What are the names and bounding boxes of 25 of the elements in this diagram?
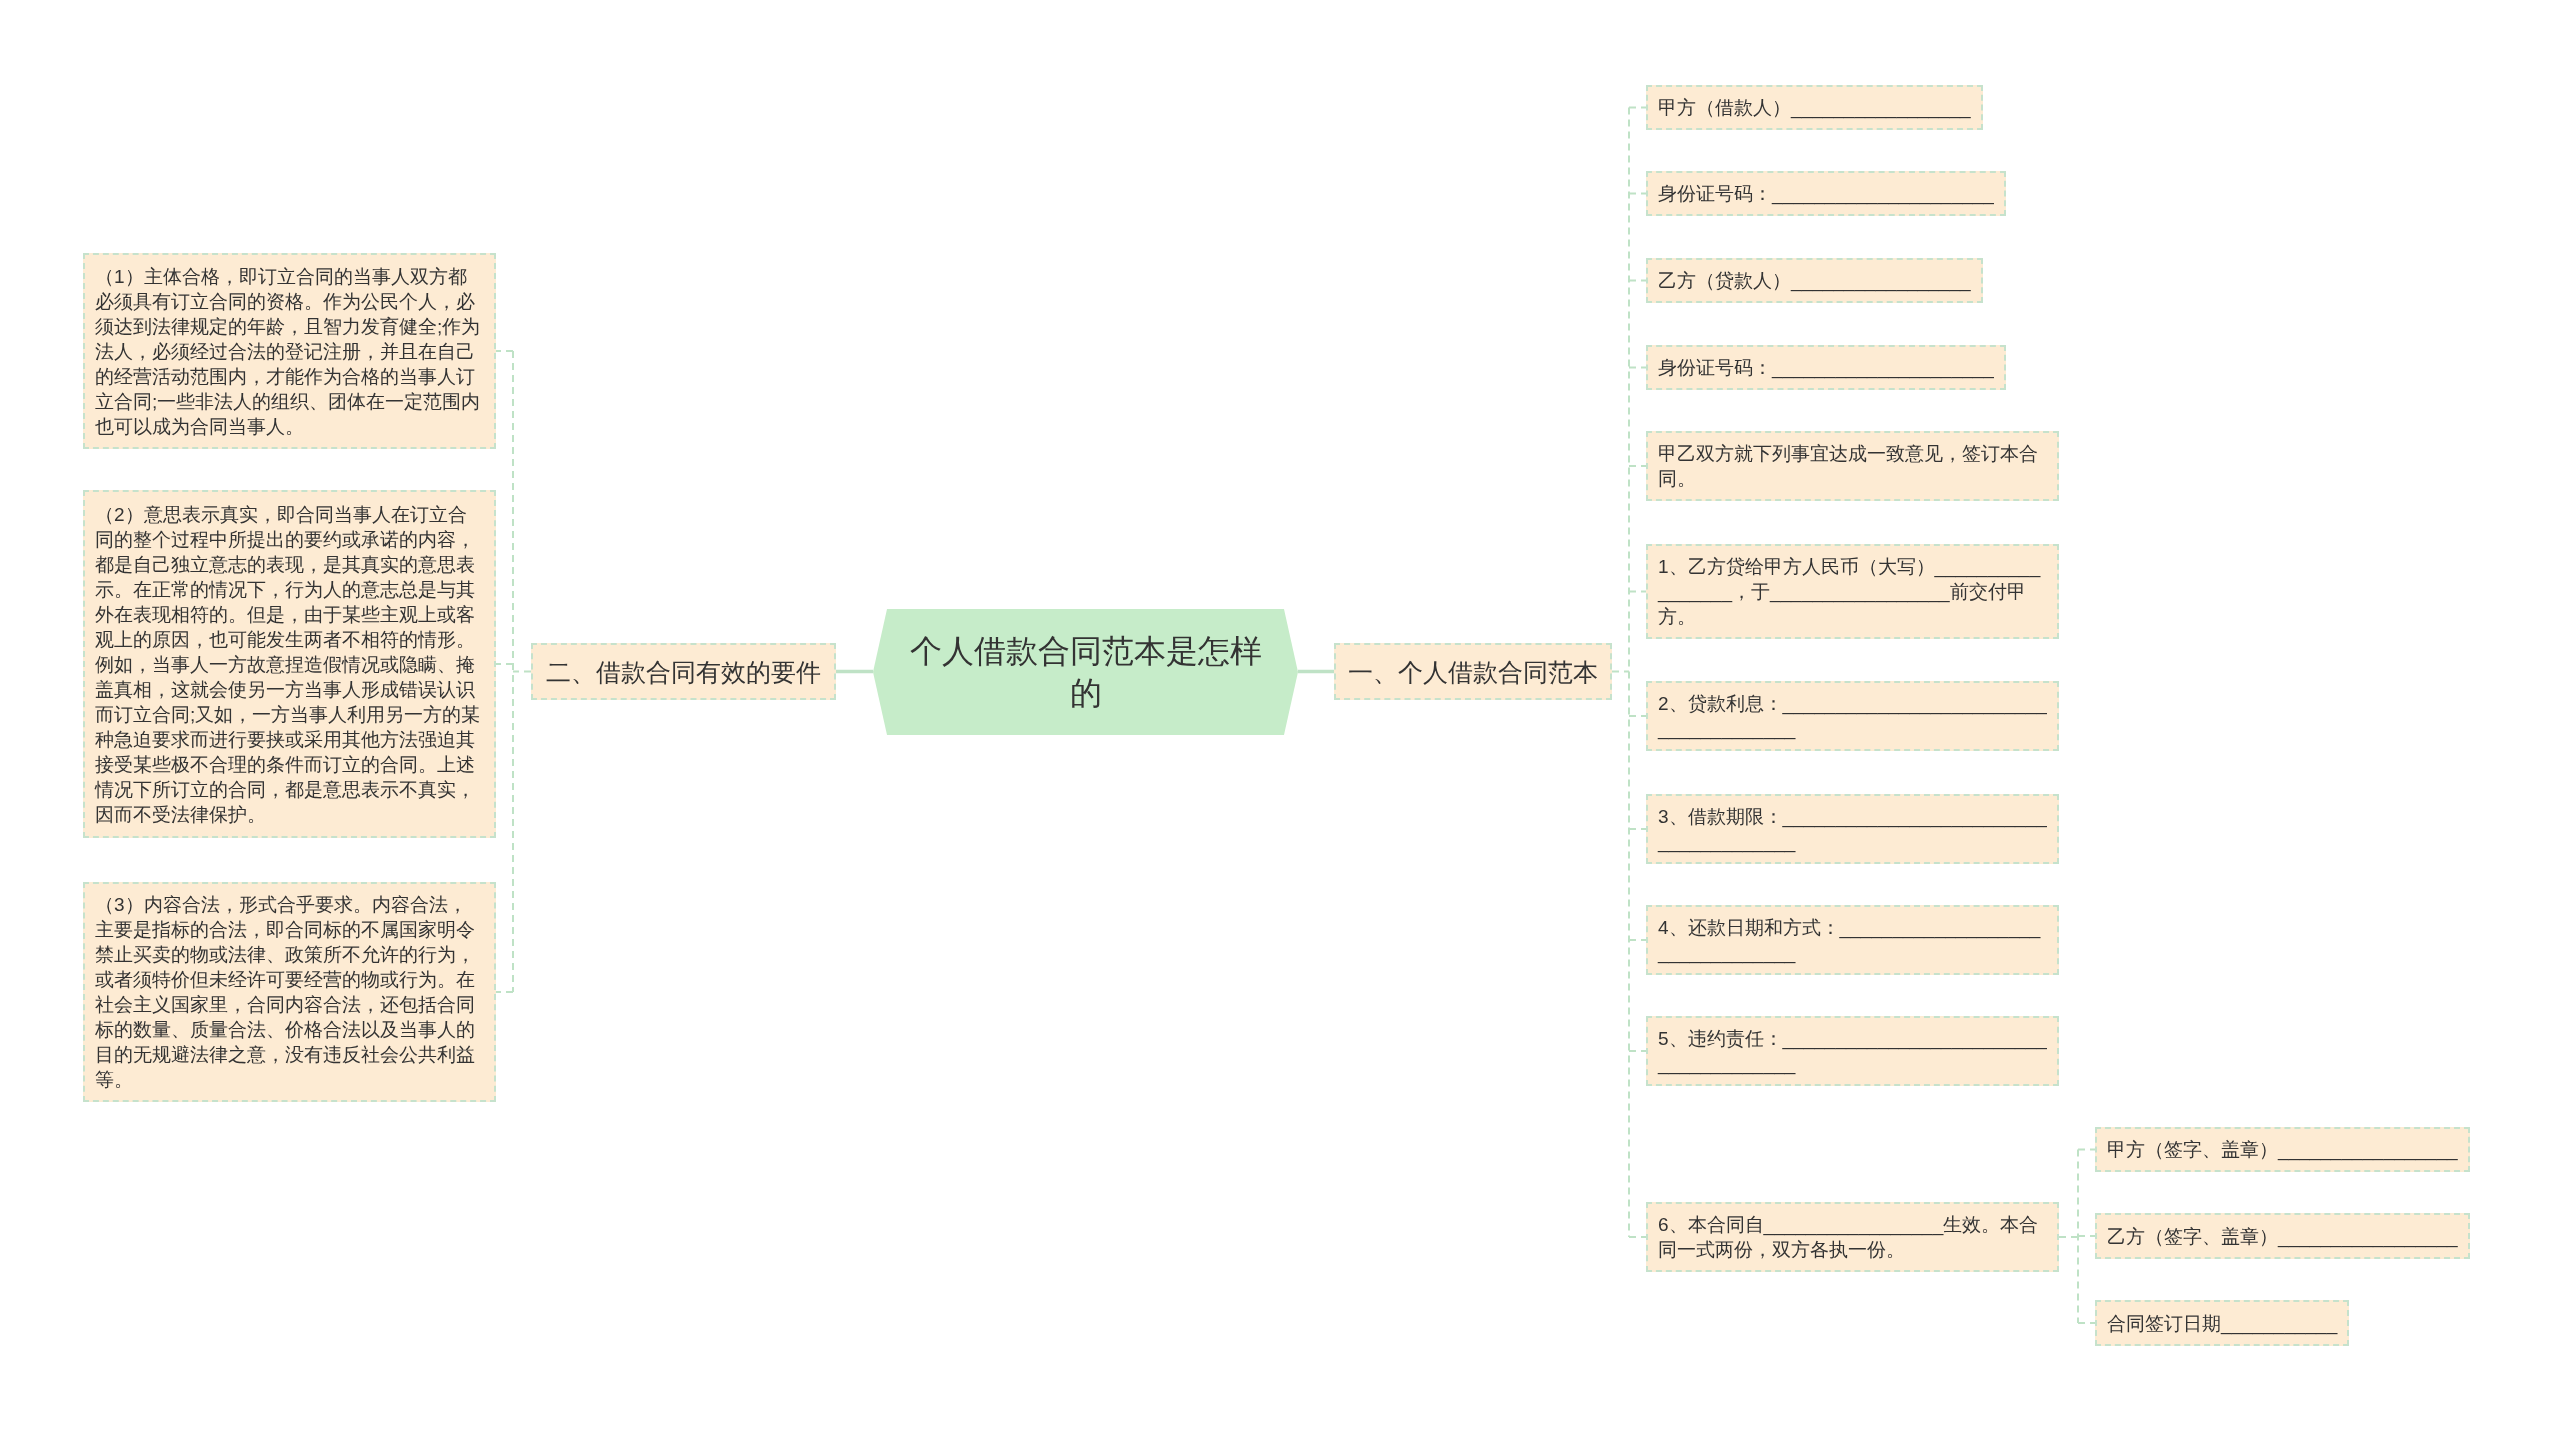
text-box: 乙方（贷款人）_________________ [1646,258,1983,303]
connector-line [495,350,532,993]
text-box: 4、还款日期和方式：___________________ _____________ [1646,905,2059,975]
text-box: （2）意思表示真实，即合同当事人在订立合同的整个过程中所提出的要约或承诺的内容，都是自己独立意志的表现，是其真实的意思表示。在正常的情况下，行为人的意志总是与其外在表现相符的。但是，由于某些主观上或客观上的原因，也可能发生两者不相符的情形。例如，当事人一方故意捏造假情况或隐瞒、掩盖真相，这就会使另一方当事人形成错误认识而订立合同;又如，一方当事人利用另一方的某种急迫要求而进行要挟或采用其他方法强迫其接受某些极不合理的条件而订立的合同。上述情况下所订立的合同，都是意思表示不真实，因而不受法律保护。 [83,490,496,838]
text-box: 甲方（签字、盖章）_________________ [2095,1127,2470,1172]
text-box: 身份证号码：_____________________ [1646,171,2006,216]
text-box: 乙方（签字、盖章）_________________ [2095,1213,2470,1259]
text-box: 甲方（借款人）_________________ [1646,85,1983,130]
text-box: （1）主体合格，即订立合同的当事人双方都必须具有订立合同的资格。作为公民个人，必须达到法律规定的年龄，且智力发育健全;作为法人，必须经过合法的登记注册，并且在自己的经营活动范围内，才能作为合格的当事人订立合同;一些非法人的组织、团体在一定范围内也可以成为合同当事人。 [83,253,496,449]
connector-line [1298,669,1334,674]
text-box: 6、本合同自_________________生效。本合同一式两份，双方各执一份。 [1646,1202,2059,1272]
branch-box: 二、借款合同有效的要件 [531,643,836,700]
connector-line [1611,106,1647,1238]
text-box: 5、违约责任：_________________________ _____________ [1646,1016,2059,1086]
topic-hexagon: 个人借款合同范本是怎样的 [873,609,1298,735]
text-box: 1、乙方贷给甲方人民币（大写）__________ _______，于_________________前交付甲方。 [1646,544,2059,639]
text-box: 2、贷款利息：_________________________ _____________ [1646,681,2059,751]
connector-line [836,669,873,674]
text-box: 甲乙双方就下列事宜达成一致意见，签订本合同。 [1646,431,2059,501]
text-box: 合同签订日期___________ [2095,1300,2350,1346]
text-box: 身份证号码：_____________________ [1646,345,2006,390]
connector-line [2058,1148,2096,1324]
text-box: 3、借款期限：_________________________ _____________ [1646,794,2059,864]
branch-box: 一、个人借款合同范本 [1334,643,1612,700]
text-box: （3）内容合法，形式合乎要求。内容合法，主要是指标的合法，即合同标的不属国家明令禁止买卖的物或法律、政策所不允许的行为，或者须特价但未经许可要经营的物或行为。在社会主义国家里，合同内容合法，还包括合同标的数量、质量合法、价格合法以及当事人的目的无规避法律之意，没有违反社会公共利益等。 [83,882,496,1102]
